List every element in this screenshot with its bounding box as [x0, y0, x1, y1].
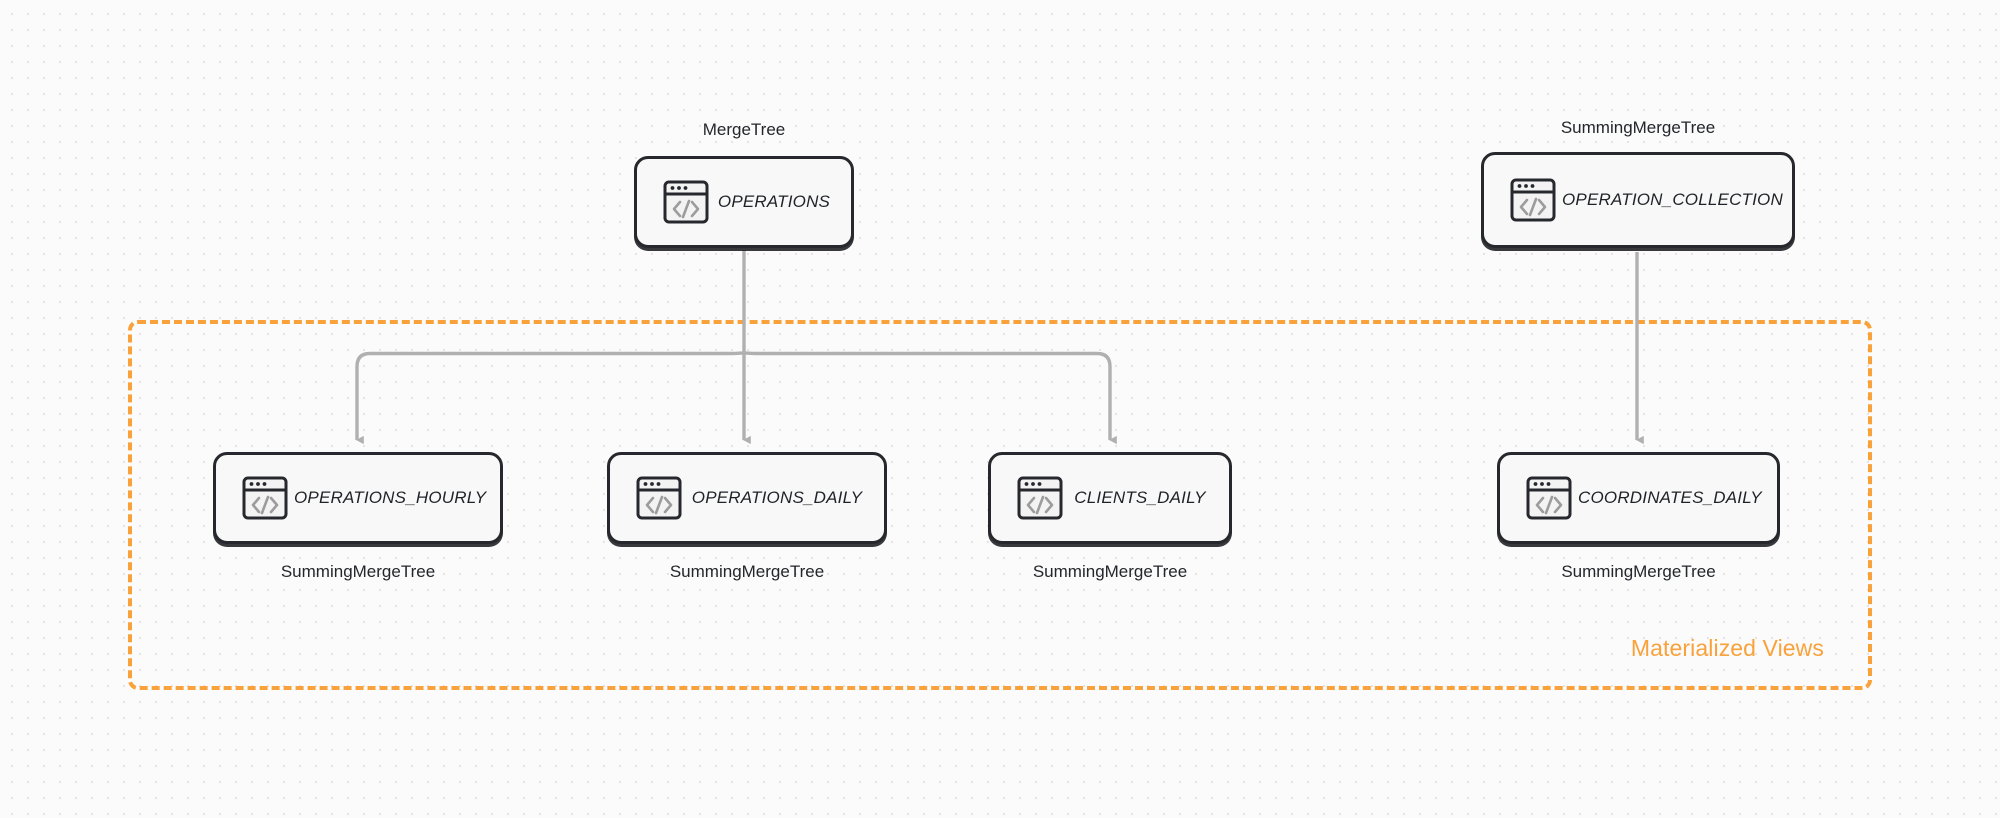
node-label-operations: OPERATIONS	[717, 192, 831, 211]
materialized-views-label: Materialized Views	[1630, 635, 1824, 661]
node-operation-collection[interactable]: OPERATION_COLLECTION	[1481, 152, 1795, 248]
node-operations-hourly[interactable]: OPERATIONS_HOURLY	[213, 452, 503, 544]
node-label-clients-daily: CLIENTS_DAILY	[1074, 488, 1206, 507]
code-window-icon	[663, 180, 709, 224]
engine-caption-clients-daily: SummingMergeTree	[1032, 562, 1188, 581]
node-operations-daily[interactable]: OPERATIONS_DAILY	[607, 452, 887, 544]
code-window-icon	[636, 476, 682, 520]
materialized-views-group: Materialized Views	[128, 320, 1872, 690]
code-window-icon	[1510, 178, 1556, 222]
node-operations[interactable]: OPERATIONS	[634, 156, 854, 248]
node-coordinates-daily[interactable]: COORDINATES_DAILY	[1497, 452, 1780, 544]
engine-caption-operations-daily: SummingMergeTree	[669, 562, 825, 581]
node-label-operations-daily: OPERATIONS_DAILY	[691, 488, 863, 507]
node-label-operations-hourly: OPERATIONS_HOURLY	[294, 488, 487, 507]
engine-caption-operation-collection: SummingMergeTree	[1560, 118, 1716, 137]
node-clients-daily[interactable]: CLIENTS_DAILY	[988, 452, 1232, 544]
code-window-icon	[1017, 476, 1063, 520]
code-window-icon	[242, 476, 288, 520]
engine-caption-operations-hourly: SummingMergeTree	[280, 562, 436, 581]
code-window-icon	[1526, 476, 1572, 520]
node-label-coordinates-daily: COORDINATES_DAILY	[1578, 488, 1762, 507]
engine-caption-coordinates-daily: SummingMergeTree	[1561, 562, 1716, 581]
node-label-operation-collection: OPERATION_COLLECTION	[1562, 190, 1783, 209]
engine-caption-operations: MergeTree	[702, 120, 786, 139]
